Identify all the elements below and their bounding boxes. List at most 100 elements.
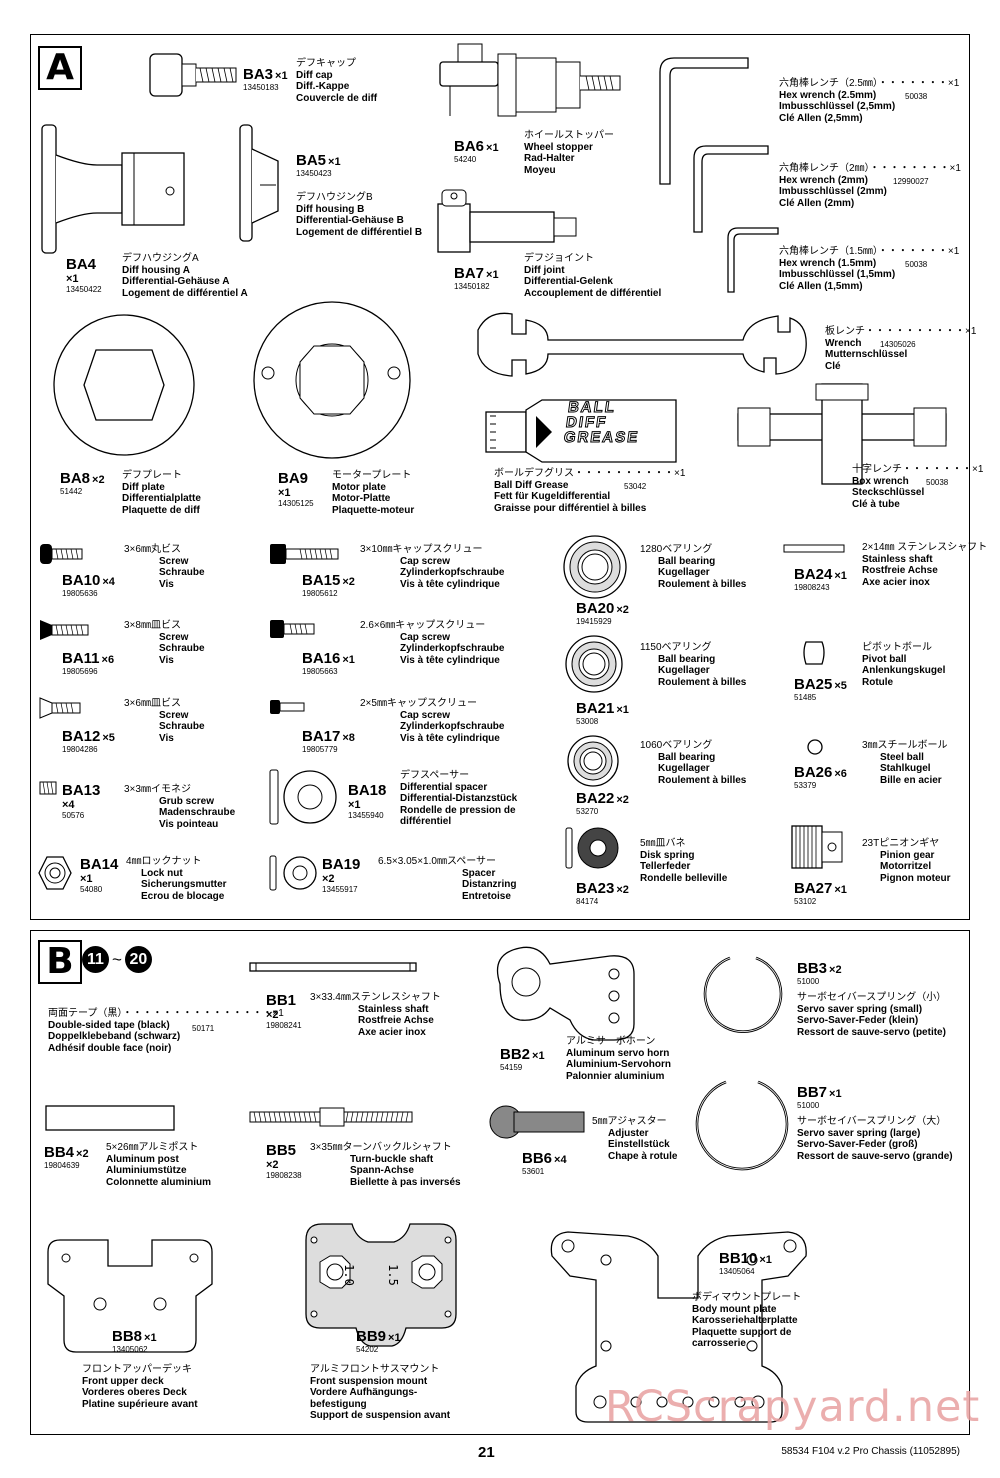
ba9-qty: ×1 bbox=[278, 487, 291, 499]
ba12-id: BA12 bbox=[62, 728, 101, 745]
ba4-code: 13450422 bbox=[66, 285, 102, 294]
tool-hex-2-5-code: 50038 bbox=[905, 92, 928, 101]
bb10-code: 13405064 bbox=[719, 1267, 755, 1276]
ba25-code: 51485 bbox=[794, 693, 817, 702]
step-range: 11 ~ 20 bbox=[82, 946, 152, 973]
ba3-label: BA3×1 13450183 bbox=[243, 66, 288, 92]
ba17-cap-screw-illustration bbox=[270, 700, 305, 714]
ba19-code: 13455917 bbox=[322, 885, 358, 894]
tool-box-wrench-code: 50038 bbox=[926, 478, 949, 487]
bb1-code: 19808241 bbox=[266, 1021, 302, 1030]
ba16-id: BA16 bbox=[302, 650, 341, 667]
bb8-code: 13405062 bbox=[112, 1345, 148, 1354]
hex-wrench-2mm-illustration bbox=[693, 145, 769, 233]
step-from-badge: 11 bbox=[82, 946, 109, 973]
bb3-label: BB3×2 51000 bbox=[797, 960, 842, 986]
bb3-qty: ×2 bbox=[829, 964, 842, 976]
ba15-id: BA15 bbox=[302, 572, 341, 589]
ba11-label: BA11×6 19805696 bbox=[62, 650, 114, 676]
ba8-qty: ×2 bbox=[92, 474, 105, 486]
ba10-code: 19805636 bbox=[62, 589, 98, 598]
bb7-servo-saver-spring-large-illustration bbox=[695, 1080, 789, 1171]
hex-wrench-2-5mm-illustration bbox=[659, 57, 749, 185]
bb6-code: 53601 bbox=[522, 1167, 545, 1176]
ba26-code: 53379 bbox=[794, 781, 817, 790]
ba23-qty: ×2 bbox=[616, 884, 629, 896]
ba3-qty: ×1 bbox=[275, 70, 288, 82]
ba5-diff-housing-b-illustration bbox=[239, 124, 279, 242]
ba19-id: BA19 bbox=[322, 856, 361, 873]
ba25-label: BA25×5 51485 bbox=[794, 676, 847, 702]
bb7-qty: ×1 bbox=[829, 1088, 842, 1100]
ba17-label: BA17×8 19805779 bbox=[302, 728, 355, 754]
ba21-code: 53008 bbox=[576, 717, 599, 726]
bb4-code: 19804639 bbox=[44, 1161, 80, 1170]
ba3-diff-cap-illustration bbox=[149, 53, 237, 97]
ba5-qty: ×1 bbox=[328, 156, 341, 168]
ba23-id: BA23 bbox=[576, 880, 615, 897]
hex-wrench-1-5mm-illustration bbox=[727, 227, 779, 293]
ba19-label: BA19 ×2 13455917 bbox=[322, 856, 360, 894]
ba18-qty: ×1 bbox=[348, 799, 361, 811]
ba26-label: BA26×6 53379 bbox=[794, 764, 847, 790]
bb2-id: BB2 bbox=[500, 1046, 531, 1063]
ba11-id: BA11 bbox=[62, 650, 100, 667]
ba21-qty: ×1 bbox=[616, 704, 629, 716]
ba22-qty: ×2 bbox=[616, 794, 629, 806]
bb9-id: BB9 bbox=[356, 1328, 387, 1345]
ba9-id: BA9 bbox=[278, 470, 309, 487]
ba18-label: BA18 ×1 13455940 bbox=[348, 782, 386, 820]
bb1-qty: ×2 bbox=[266, 1009, 279, 1021]
ba3-id: BA3 bbox=[243, 66, 274, 83]
ba27-id: BA27 bbox=[794, 880, 833, 897]
tool-hex-2-code: 12990027 bbox=[893, 177, 929, 186]
bb7-code: 51000 bbox=[797, 1101, 820, 1110]
ba12-label: BA12×5 19804286 bbox=[62, 728, 115, 754]
ba12-qty: ×5 bbox=[102, 732, 115, 744]
bb5-id: BB5 bbox=[266, 1142, 297, 1159]
ba25-id: BA25 bbox=[794, 676, 833, 693]
ba16-cap-screw-illustration bbox=[270, 620, 315, 638]
bb5-label: BB5 ×2 19808238 bbox=[266, 1142, 302, 1180]
ba16-code: 19805663 bbox=[302, 667, 338, 676]
bb10-qty: ×1 bbox=[759, 1254, 772, 1266]
ba20-bearing-illustration bbox=[563, 535, 627, 599]
bb9-code: 54202 bbox=[356, 1345, 379, 1354]
ba20-qty: ×2 bbox=[616, 604, 629, 616]
box-wrench-illustration bbox=[737, 383, 947, 485]
bb4-id: BB4 bbox=[44, 1144, 75, 1161]
bb4-qty: ×2 bbox=[76, 1148, 89, 1160]
ba13-label: BA13 ×4 50576 bbox=[62, 782, 100, 820]
bb3-id: BB3 bbox=[797, 960, 828, 977]
ba14-id: BA14 bbox=[80, 856, 119, 873]
ba16-qty: ×1 bbox=[342, 654, 355, 666]
bb10-label: BB10×1 13405064 bbox=[719, 1250, 772, 1276]
bb6-qty: ×4 bbox=[554, 1154, 567, 1166]
ba17-qty: ×8 bbox=[342, 732, 355, 744]
ba21-label: BA21×1 53008 bbox=[576, 700, 629, 726]
ba5-label: BA5×1 13450423 bbox=[296, 152, 341, 178]
ba22-id: BA22 bbox=[576, 790, 615, 807]
ba7-diff-joint-illustration bbox=[437, 189, 577, 253]
ba18-id: BA18 bbox=[348, 782, 387, 799]
page-number: 21 bbox=[478, 1444, 495, 1461]
ba26-qty: ×6 bbox=[834, 768, 847, 780]
ba10-id: BA10 bbox=[62, 572, 101, 589]
ba4-label: BA4 ×1 13450422 bbox=[66, 256, 102, 294]
ba11-qty: ×6 bbox=[101, 654, 115, 666]
ba21-id: BA21 bbox=[576, 700, 615, 717]
